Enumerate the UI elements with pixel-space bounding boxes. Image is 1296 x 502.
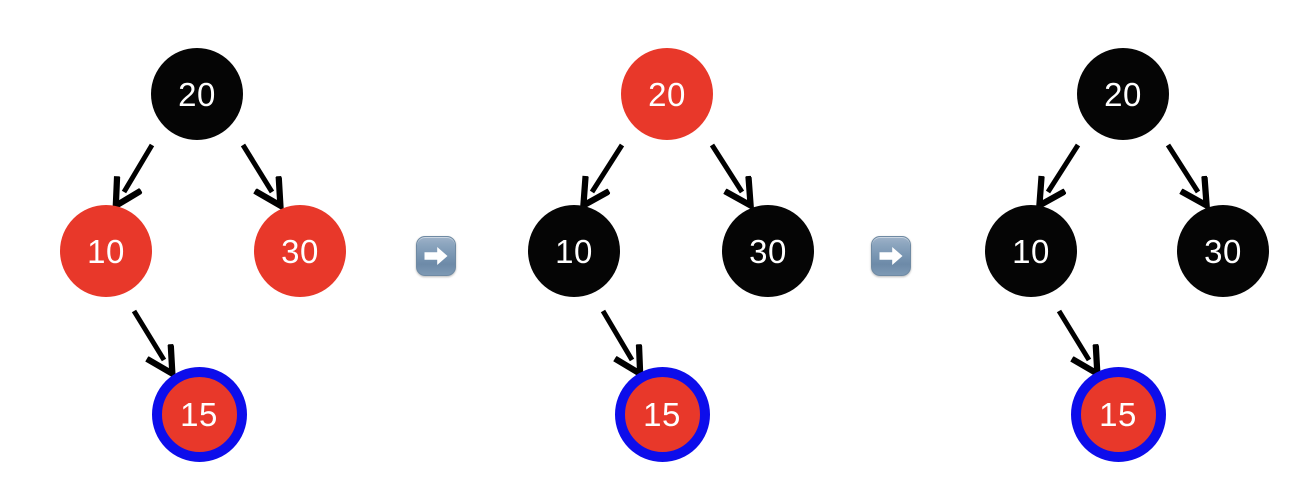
tree-edge-root-to-right	[1165, 143, 1198, 192]
node-label: 15	[180, 395, 218, 433]
tree-node-step-3-root: 20	[1077, 48, 1169, 140]
node-label: 20	[648, 75, 686, 113]
node-label: 20	[178, 75, 216, 113]
tree-edge-left-to-leaf	[131, 309, 164, 360]
tree-edge-root-to-left	[592, 143, 625, 192]
tree-node-step-1-right: 30	[254, 205, 346, 297]
node-label: 15	[643, 395, 681, 433]
tree-node-step-3-leaf: 15	[1070, 366, 1166, 462]
node-label: 10	[87, 232, 125, 270]
node-label: 10	[555, 232, 593, 270]
node-label: 30	[1204, 232, 1242, 270]
node-label: 10	[1012, 232, 1050, 270]
node-label: 30	[749, 232, 787, 270]
tree-edge-root-to-left	[1048, 143, 1081, 192]
tree-edge-left-to-leaf	[1056, 309, 1089, 360]
tree-edge-root-to-left	[124, 143, 155, 192]
tree-node-step-1-left: 10	[60, 205, 152, 297]
node-label: 20	[1104, 75, 1142, 113]
tree-node-step-2-left: 10	[528, 205, 620, 297]
tree-node-step-1-root: 20	[151, 48, 243, 140]
arrow-right-icon	[871, 236, 911, 276]
tree-node-step-3-left: 10	[985, 205, 1077, 297]
arrow-right-icon	[416, 236, 456, 276]
tree-edge-left-to-leaf	[600, 309, 632, 360]
node-label: 30	[281, 232, 319, 270]
tree-node-step-3-right: 30	[1177, 205, 1269, 297]
tree-node-step-2-leaf: 15	[614, 366, 710, 462]
tree-node-step-2-right: 30	[722, 205, 814, 297]
node-label: 15	[1099, 395, 1137, 433]
tree-node-step-1-leaf: 15	[151, 366, 247, 462]
tree-edge-root-to-right	[240, 143, 272, 192]
tree-edge-root-to-right	[709, 143, 742, 192]
tree-node-step-2-root: 20	[621, 48, 713, 140]
